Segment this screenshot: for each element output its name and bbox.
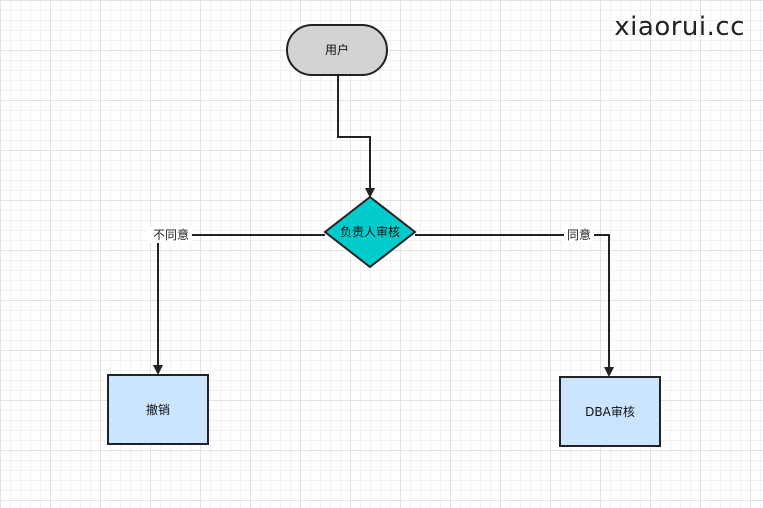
- edge-review-to-revoke[interactable]: [153, 234, 325, 375]
- node-dba[interactable]: DBA审核: [559, 376, 661, 447]
- node-review[interactable]: 负责人审核: [323, 195, 417, 269]
- watermark-logo: xiaorui.cc: [614, 12, 745, 42]
- edge-label-reject: 不同意: [153, 227, 189, 242]
- node-revoke-label: 撤销: [146, 402, 170, 417]
- node-user[interactable]: 用户: [286, 24, 388, 76]
- edge-user-to-review[interactable]: [337, 75, 375, 198]
- node-review-label: 负责人审核: [340, 224, 400, 239]
- node-user-label: 用户: [325, 42, 349, 57]
- node-revoke[interactable]: 撤销: [107, 374, 209, 445]
- node-dba-label: DBA审核: [585, 404, 635, 419]
- edge-review-to-dba[interactable]: [415, 234, 614, 377]
- edge-label-approve: 同意: [567, 227, 591, 242]
